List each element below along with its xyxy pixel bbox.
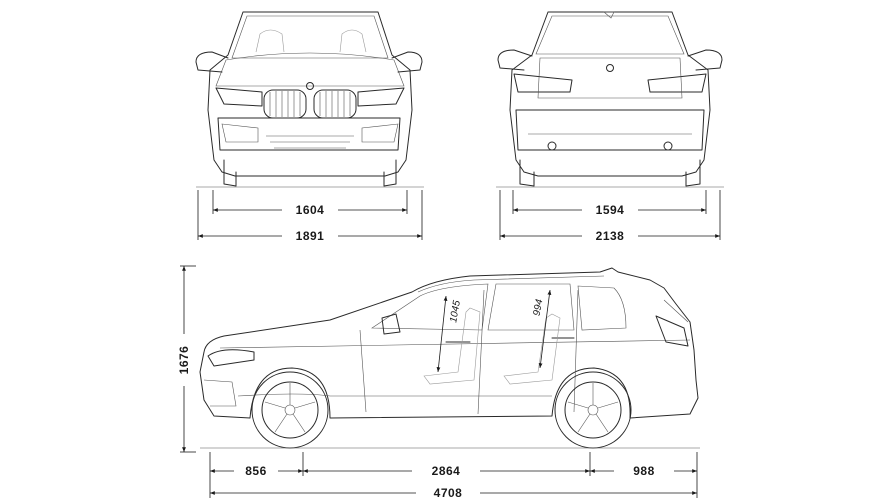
rear-overhang-label: 988	[633, 464, 655, 478]
kidney-grille-icon	[263, 89, 357, 119]
front-width-label: 1891	[296, 229, 325, 243]
bmw-roundel-icon	[306, 82, 314, 90]
bmw-roundel-icon	[606, 64, 614, 72]
rear-headroom-label: 994	[532, 298, 546, 317]
wheel-icon	[554, 371, 632, 449]
front-headroom-label: 1045	[448, 299, 463, 323]
dimension-lines	[180, 190, 721, 498]
height-label: 1676	[177, 346, 191, 375]
rear-view	[496, 11, 724, 188]
front-overhang-label: 856	[245, 464, 267, 478]
front-view	[195, 11, 424, 188]
dimension-labels: 1604 1891 1594 2138 1676 856 2864 988 47…	[177, 203, 655, 500]
rear-width-label: 2138	[596, 229, 625, 243]
rear-track-label: 1594	[596, 203, 625, 217]
side-view	[199, 267, 700, 449]
length-label: 4708	[434, 486, 463, 500]
wheelbase-label: 2864	[432, 464, 461, 478]
wheel-icon	[251, 371, 329, 449]
front-track-label: 1604	[296, 203, 325, 217]
